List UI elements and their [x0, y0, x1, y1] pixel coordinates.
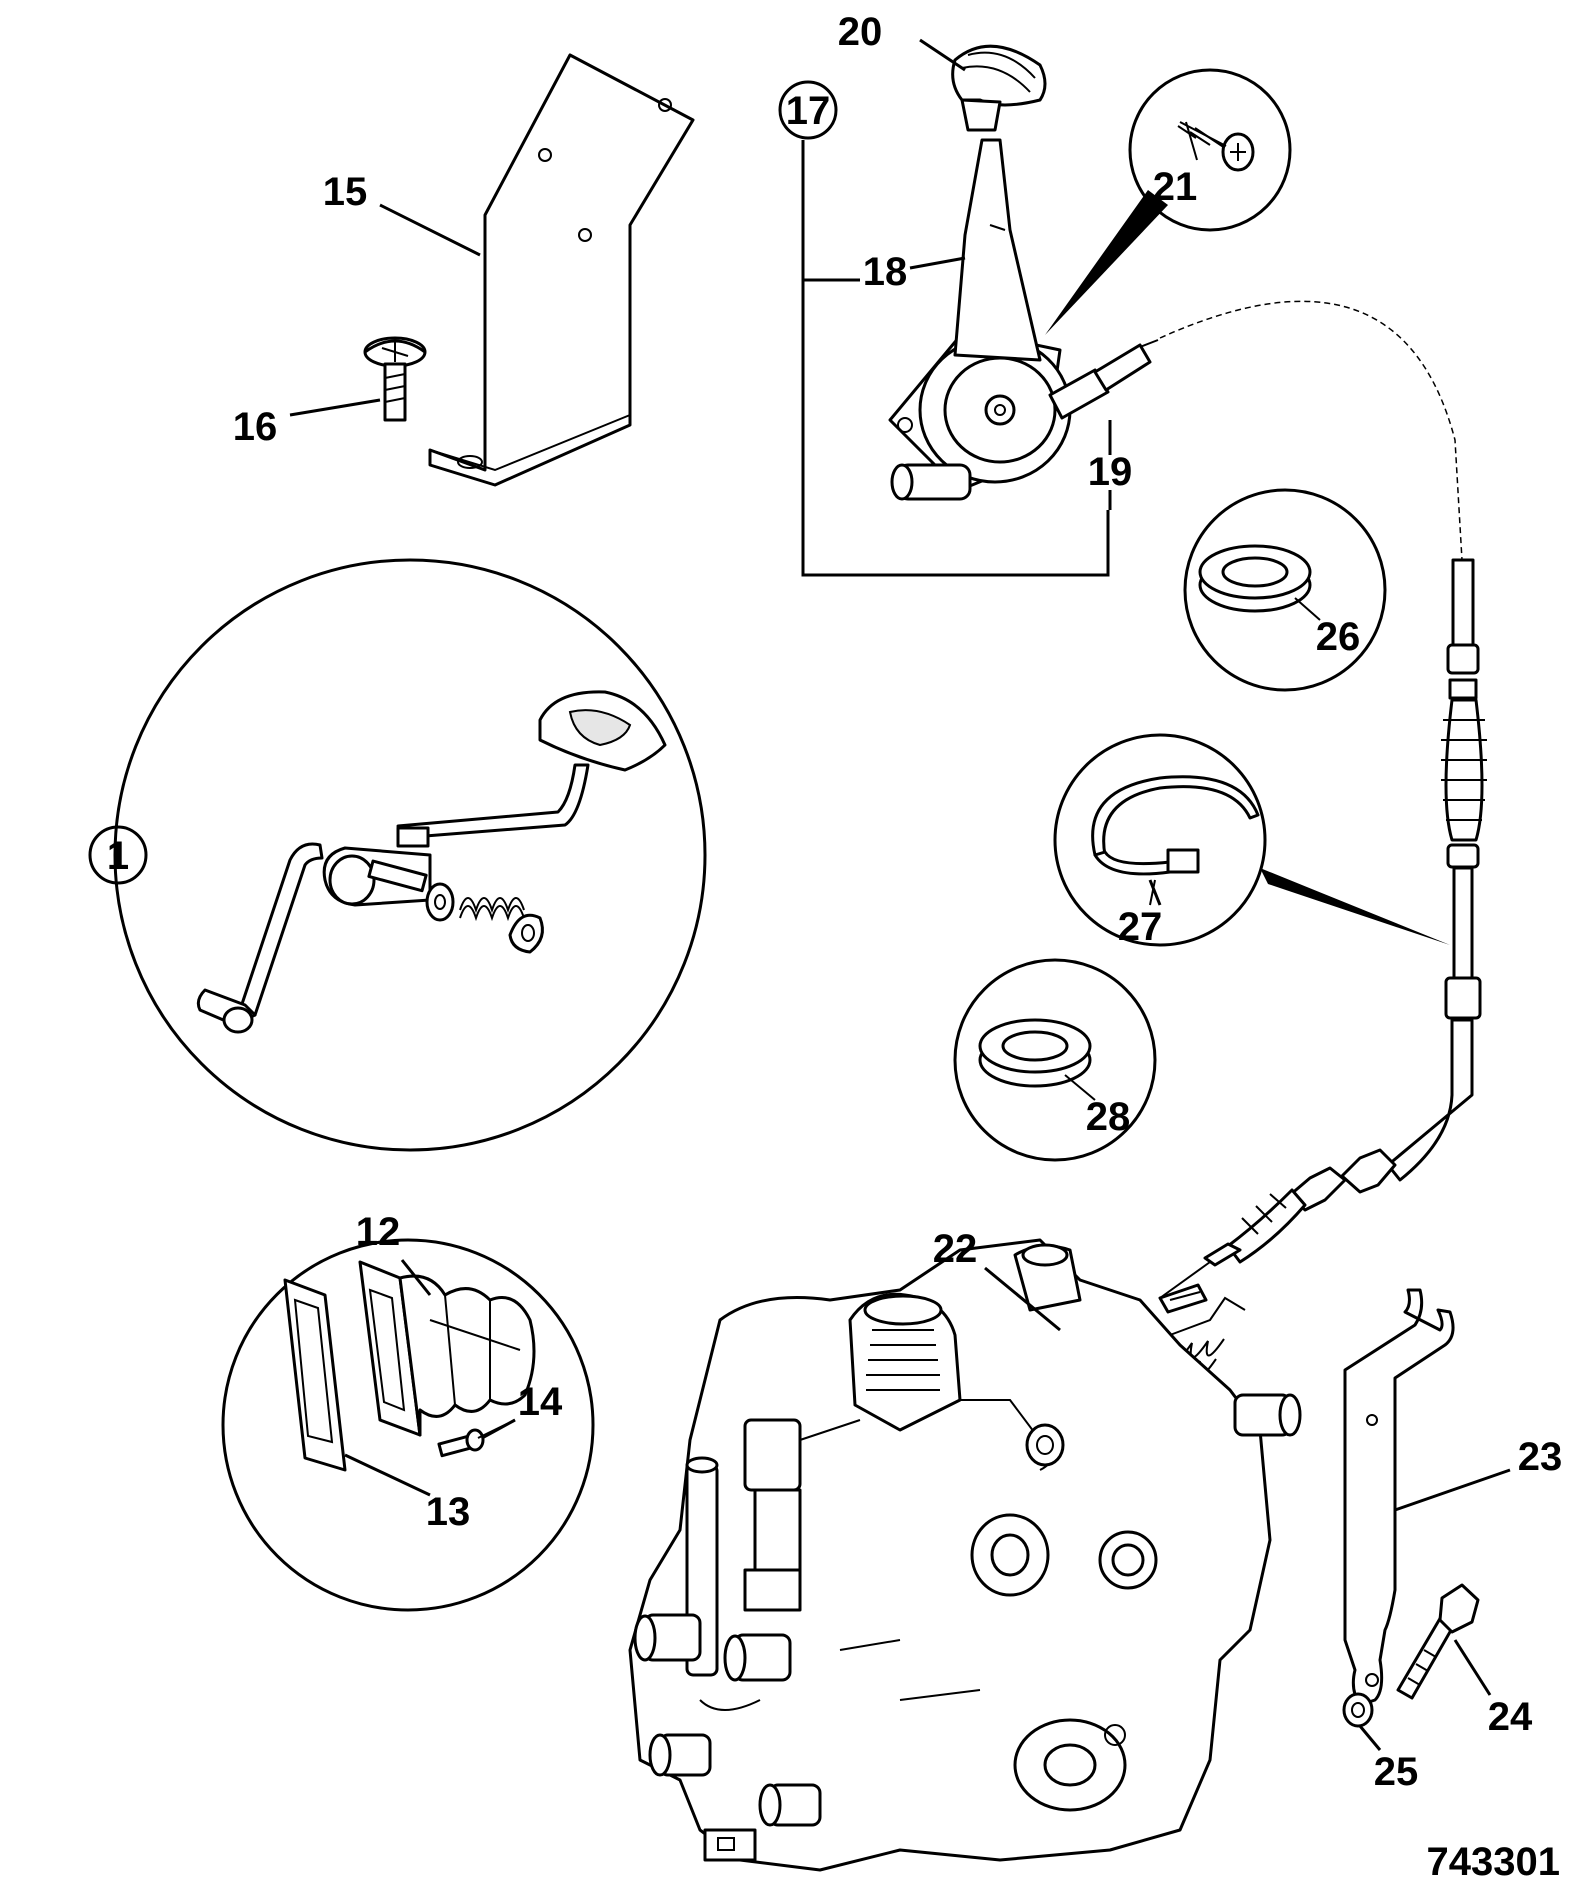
callout-17: 17: [786, 89, 831, 133]
hand-throttle-assembly-17: [801, 138, 1159, 577]
callout-21: 21: [1153, 165, 1198, 209]
grommet-26-detail: [1183, 488, 1387, 692]
callout-labels: 1 12 13 14 15 16 17 18 19 20 21 22 23 24…: [88, 10, 1563, 1884]
grommet-28-detail: [953, 958, 1157, 1162]
knob-20: [951, 44, 1047, 132]
callout-27: 27: [1118, 905, 1163, 949]
callout-26: 26: [1316, 615, 1361, 659]
callout-25: 25: [1374, 1750, 1419, 1794]
callout-23: 23: [1518, 1435, 1563, 1479]
callout-18: 18: [863, 250, 908, 294]
callout-16: 16: [233, 405, 278, 449]
screw-16: [363, 336, 427, 422]
callout-15: 15: [323, 170, 368, 214]
bracket-15: [428, 53, 695, 487]
callout-22: 22: [933, 1227, 978, 1271]
callout-14: 14: [518, 1380, 563, 1424]
bracket-23: [1342, 1288, 1480, 1728]
pedal-1-detail: [113, 558, 707, 1152]
cable-body: [1159, 558, 1487, 1299]
callout-28: 28: [1086, 1095, 1131, 1139]
callout-1: 1: [107, 834, 129, 878]
callout-13: 13: [426, 1490, 471, 1534]
callout-12: 12: [356, 1210, 401, 1254]
gasket-boot-detail: [221, 1238, 595, 1612]
cable-tie-27-detail: [1053, 733, 1450, 947]
screw-21-detail: [1045, 68, 1292, 335]
port-fittings: [633, 1613, 822, 1827]
injection-pump: [628, 1238, 1302, 1872]
leader-lines: [289, 38, 1511, 1751]
callout-20: 20: [838, 10, 883, 54]
callout-24: 24: [1488, 1695, 1533, 1739]
cable-run-dashed: [1159, 300, 1463, 561]
callout-19: 19: [1088, 450, 1133, 494]
figure-number: 743301: [1427, 1840, 1560, 1884]
